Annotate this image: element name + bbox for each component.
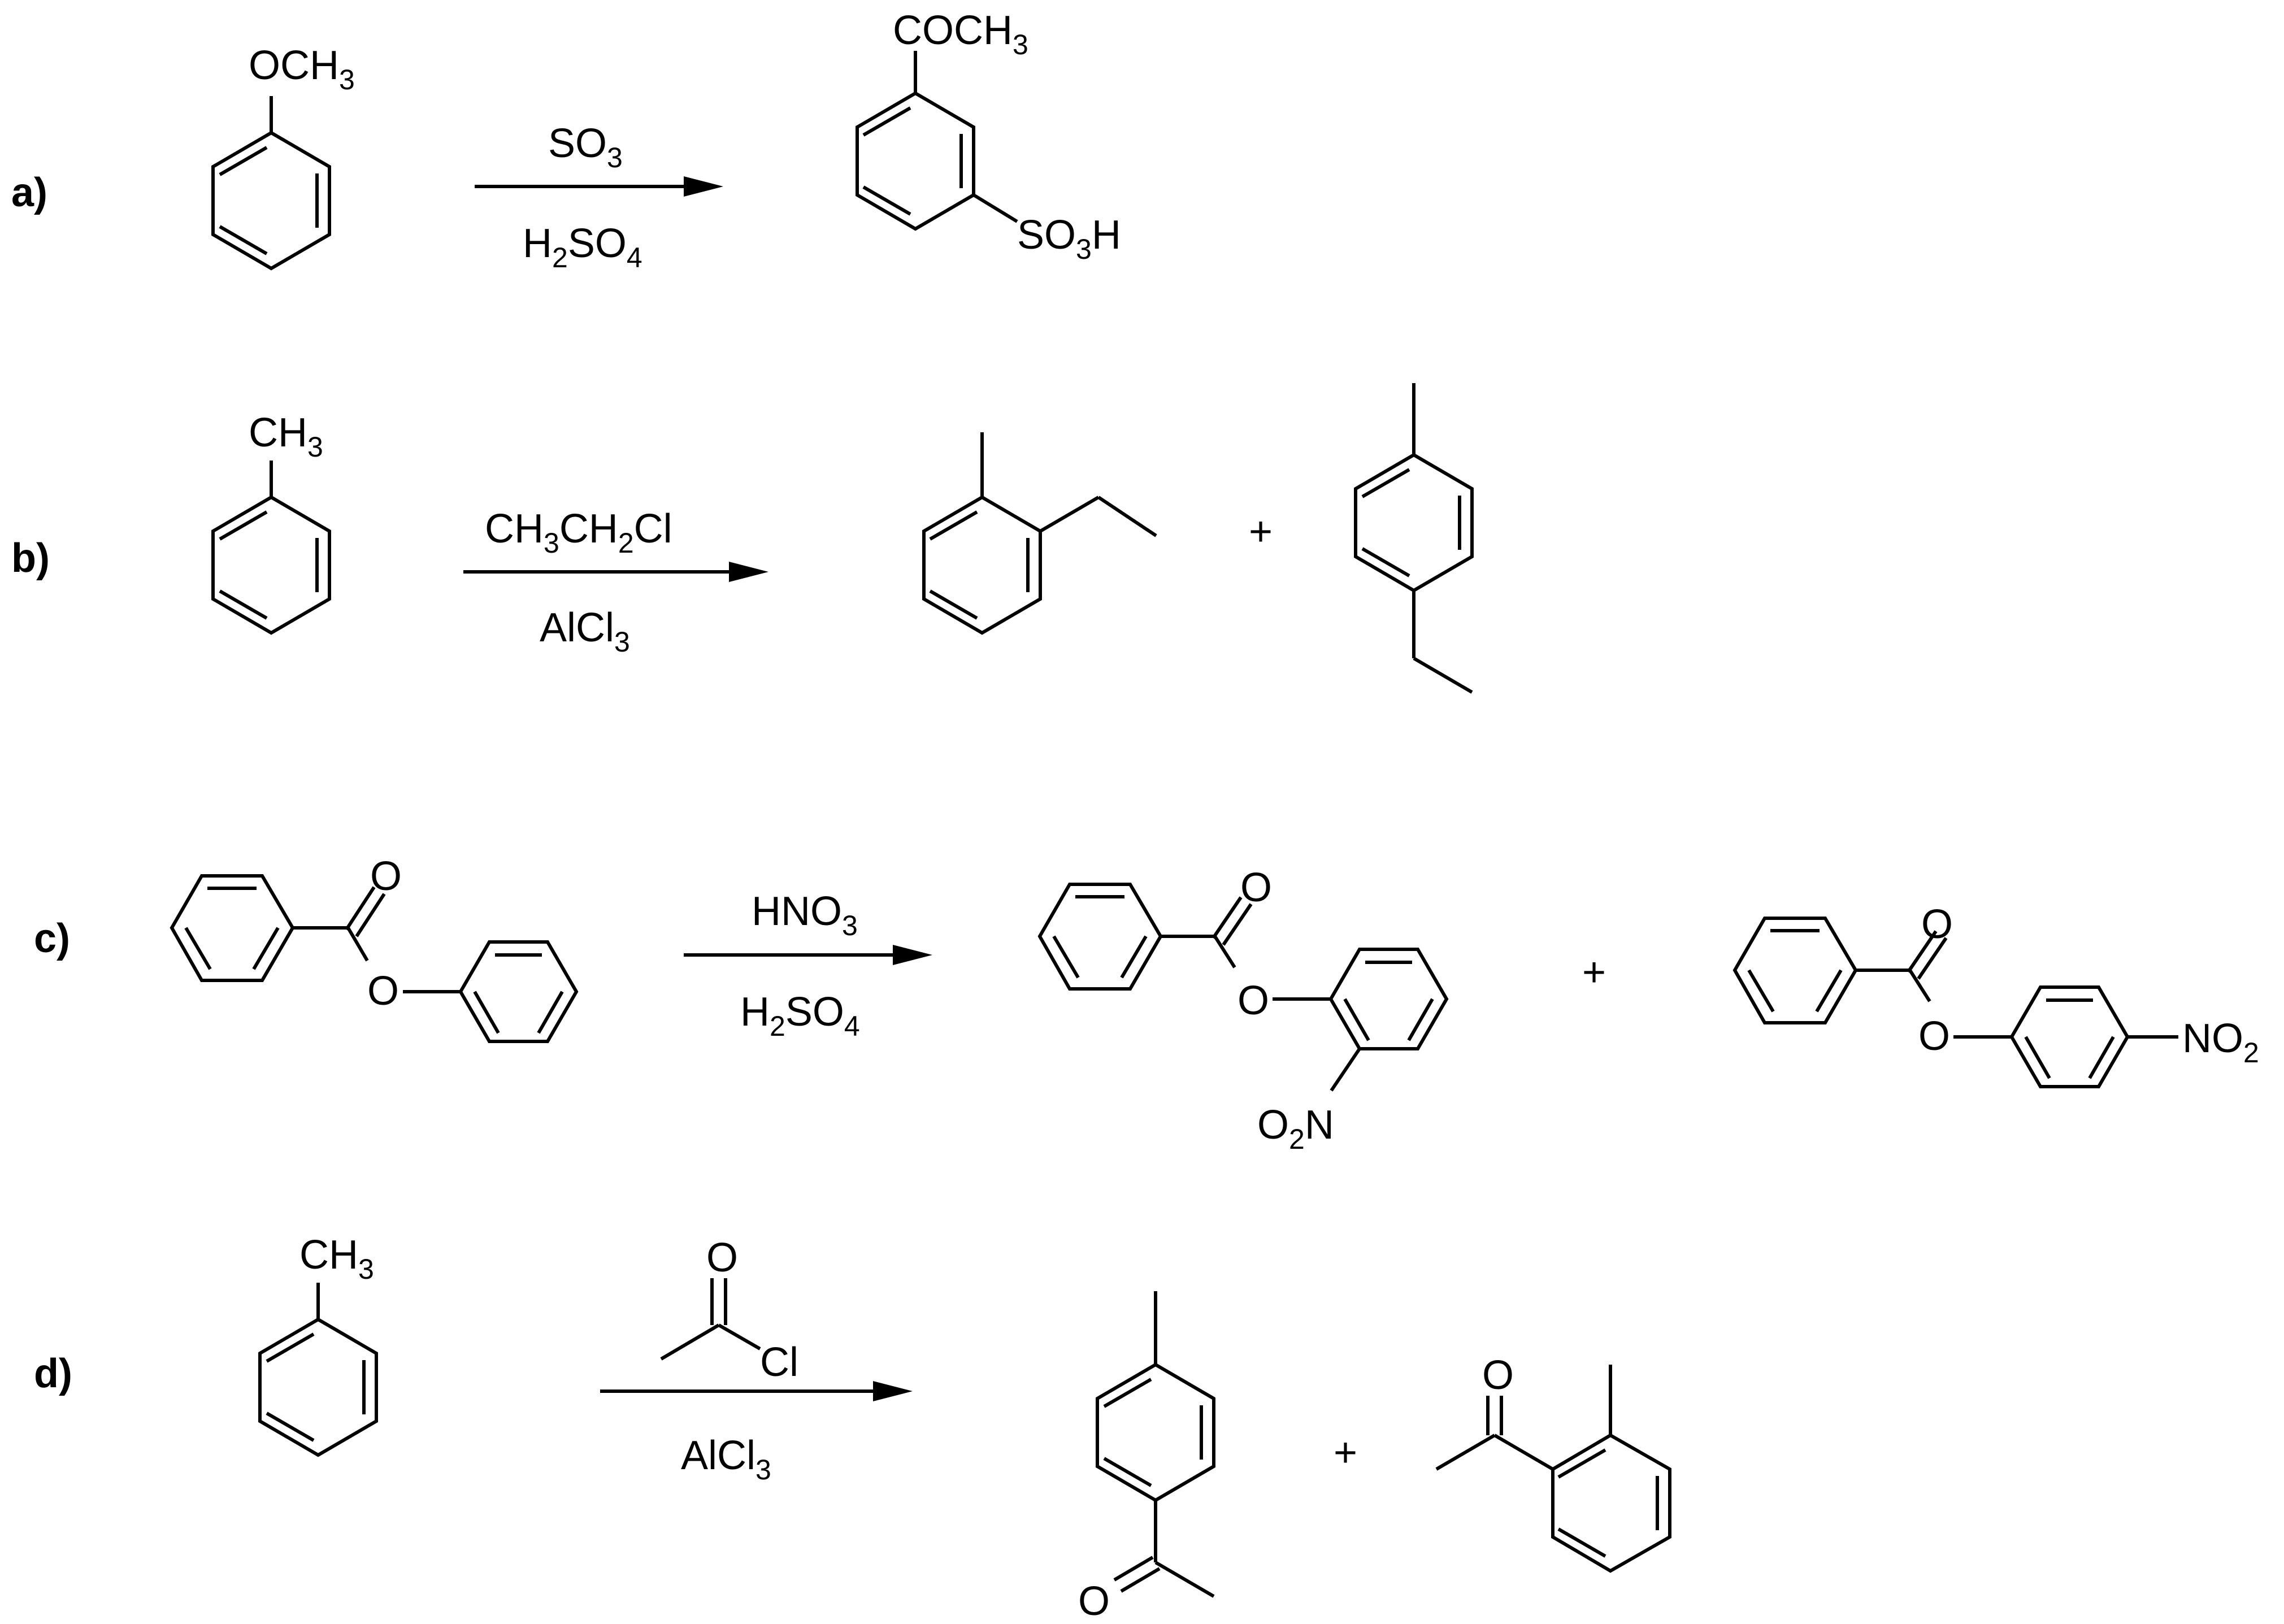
- product-o-label-para: O: [1078, 1579, 1110, 1624]
- reaction-label-c: c): [34, 916, 70, 961]
- ortho-ethyltoluene-structure: [922, 432, 1157, 635]
- nitro-label-ortho: O2N: [1257, 1102, 1334, 1155]
- reagent-hno3: HNO3: [752, 889, 858, 941]
- nitro-label-para: NO2: [2182, 1016, 2259, 1069]
- carbonyl-o-label-para: O: [1921, 902, 1953, 947]
- product-a-structure: COCH3 SO3H: [856, 8, 1121, 265]
- reagent-ethyl-chloride: CH3CH2Cl: [485, 506, 672, 559]
- acyl-o-label: O: [706, 1235, 738, 1280]
- reaction-c: c) O O HNO3 H2SO4: [34, 854, 2259, 1155]
- reagent-h2so4-a: H2SO4: [523, 221, 642, 273]
- reagent-alcl3-d: AlCl3: [681, 1433, 771, 1486]
- methyl-label-d: CH3: [299, 1232, 374, 1285]
- phenyl-benzoate-structure: O O: [170, 854, 579, 1043]
- reagent-alcl3-b: AlCl3: [540, 605, 630, 658]
- reaction-label-d: d): [34, 1351, 72, 1396]
- arrow-head-d: [873, 1381, 913, 1401]
- anisole-structure: OCH3: [211, 43, 355, 271]
- ortho-methylacetophenone-structure: O: [1435, 1353, 1671, 1573]
- plus-sign-d: +: [1334, 1430, 1357, 1475]
- ester-o-label: O: [367, 969, 399, 1014]
- methyl-label-b: CH3: [249, 410, 323, 463]
- reagent-so3: SO3: [548, 121, 623, 173]
- arrow-head-c: [893, 945, 932, 965]
- para-methylacetophenone-structure: O: [1078, 1291, 1215, 1624]
- reaction-b: b) CH3 CH3CH2Cl AlCl3 +: [11, 383, 1474, 694]
- para-ethyltoluene-structure: [1354, 383, 1474, 694]
- arrow-head-b: [729, 562, 768, 582]
- reaction-label-a: a): [11, 170, 47, 215]
- sulfonic-acid-label: SO3H: [1017, 212, 1121, 265]
- ester-o-label-para: O: [1918, 1014, 1950, 1059]
- product-o-label-ortho: O: [1482, 1353, 1514, 1398]
- toluene-structure-d: CH3: [258, 1232, 378, 1457]
- ortho-nitrophenyl-benzoate-structure: O O O2N: [1037, 865, 1449, 1155]
- plus-sign-c: +: [1582, 950, 1606, 995]
- acetyl-label: COCH3: [893, 8, 1028, 60]
- acyl-cl-label: Cl: [760, 1340, 798, 1385]
- arrow-head-a: [684, 176, 723, 197]
- para-nitrophenyl-benzoate-structure: O O NO2: [1732, 902, 2259, 1088]
- reaction-label-b: b): [11, 536, 50, 581]
- acetyl-chloride-structure: O Cl: [660, 1235, 798, 1385]
- toluene-structure-b: CH3: [211, 410, 331, 635]
- plus-sign-b: +: [1249, 509, 1273, 554]
- carbonyl-o-label-ortho: O: [1240, 865, 1272, 910]
- ester-o-label-ortho: O: [1237, 978, 1269, 1023]
- reagent-h2so4-c: H2SO4: [740, 989, 860, 1042]
- reaction-d: d) CH3 O Cl AlCl3: [34, 1232, 1671, 1624]
- reaction-a: a) OCH3 SO3 H2SO4 COCH3 SO3H: [11, 8, 1121, 273]
- methoxy-label: OCH3: [249, 43, 355, 95]
- carbonyl-o-label: O: [370, 854, 402, 899]
